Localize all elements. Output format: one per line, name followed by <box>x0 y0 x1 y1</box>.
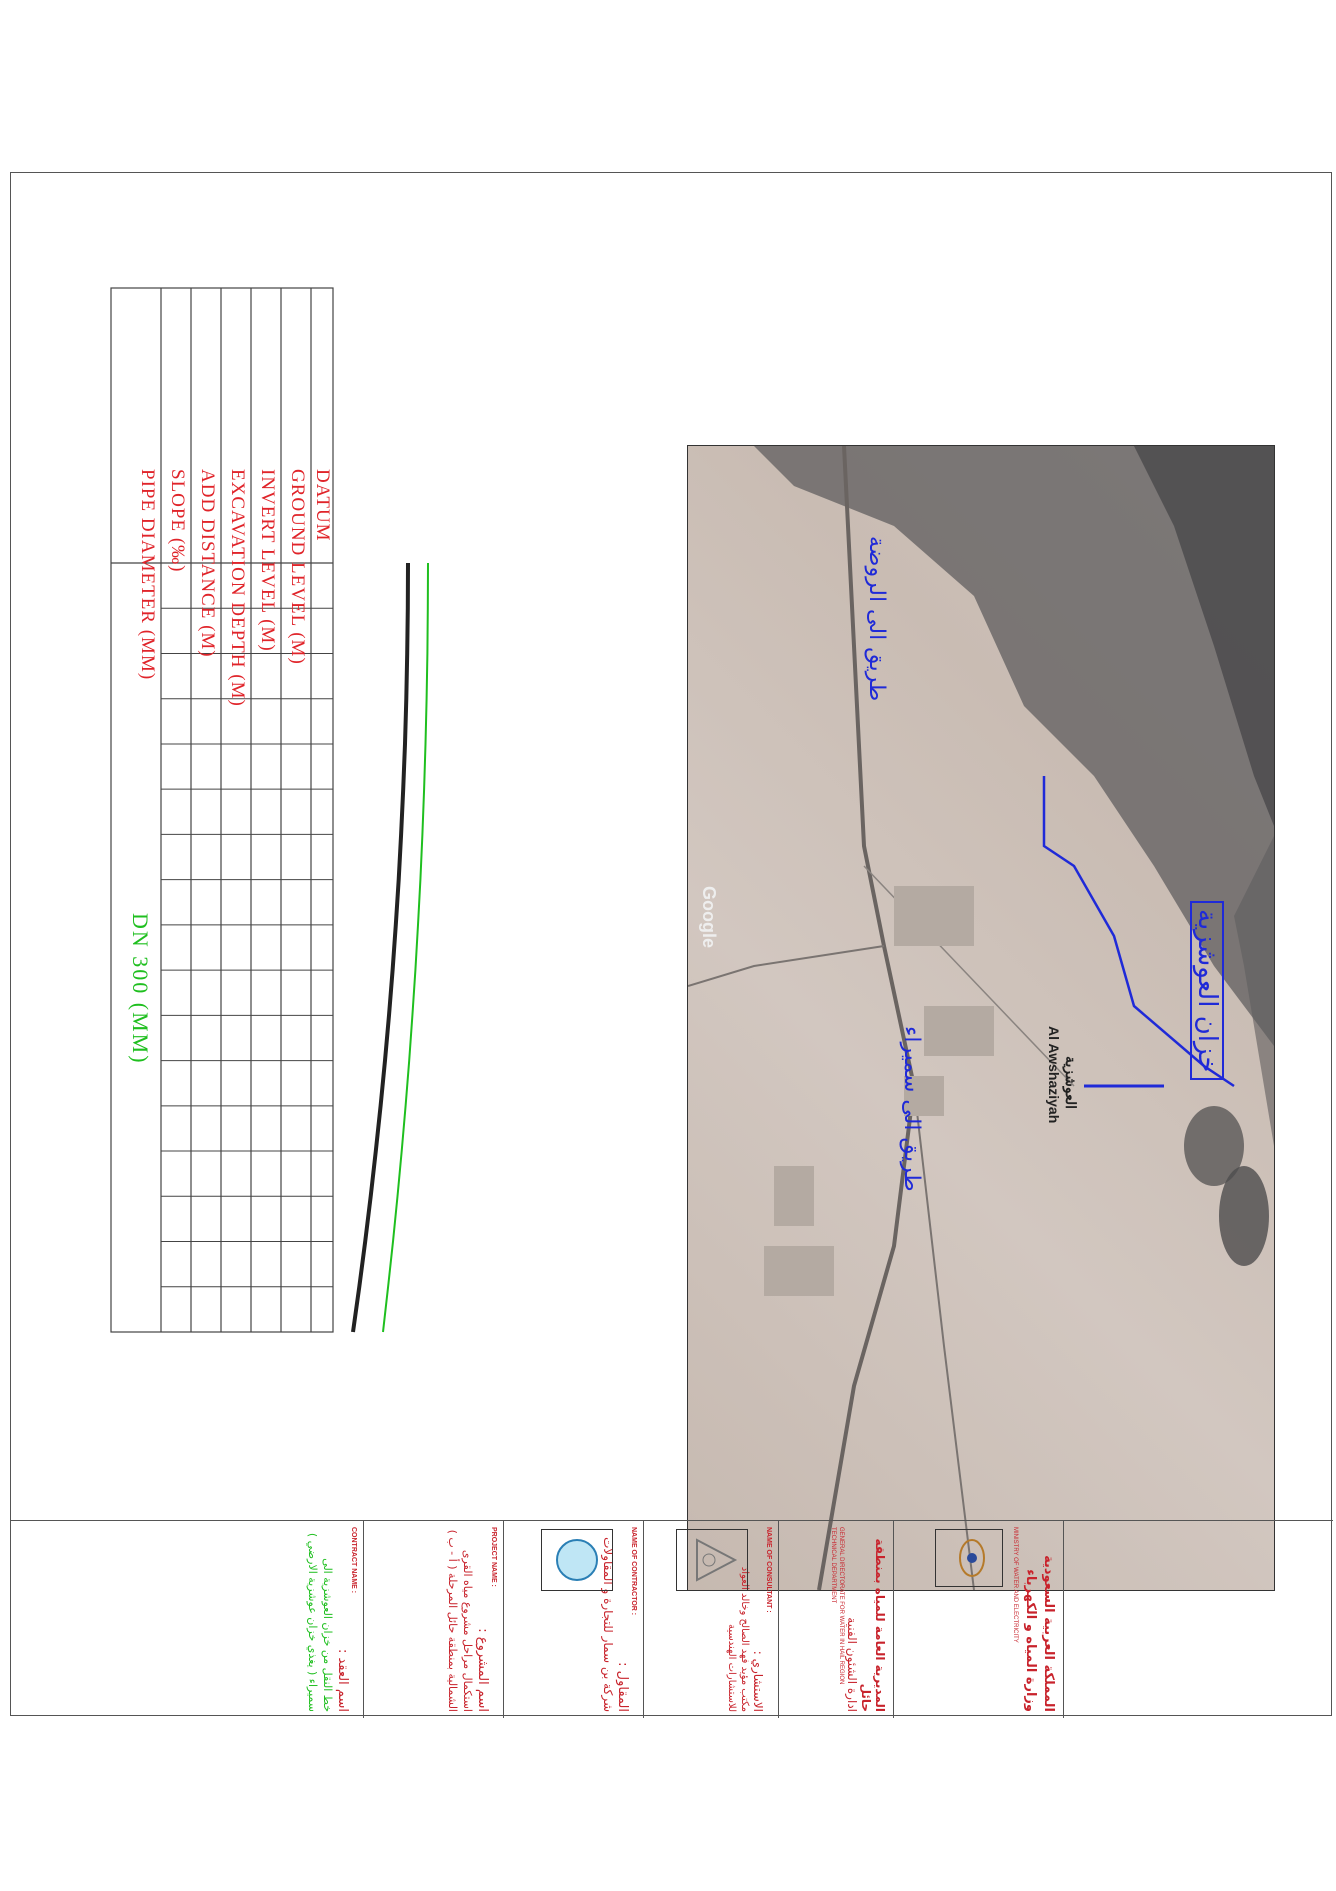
contractor-cell: NAME OF CONTRACTOR : المقاول : شركة بن س… <box>503 1521 643 1718</box>
contractor-logo <box>541 1529 613 1591</box>
road-rawda-label: طريق الى الروضة <box>864 536 889 702</box>
profile-drawing <box>110 287 429 1333</box>
project-cell: PROJECT NAME : اسم المشروع : استكمال مرا… <box>363 1521 503 1718</box>
department-title: ادارة الشئون الفنية <box>845 1617 859 1712</box>
directorate-cell: المديرية العامة للمياه بمنطقة حائل ادارة… <box>778 1521 893 1718</box>
map-source-mark: Google <box>699 886 719 948</box>
contract-label: اسم العقد : <box>335 1648 350 1712</box>
row-label-slope: SLOPE (‰) <box>167 469 188 573</box>
main-road <box>817 446 917 1590</box>
contractor-label: المقاول : <box>615 1662 630 1712</box>
directorate-title-en: GENERAL DIRECTORATE FOR WATER IN HAIL RE… <box>830 1527 844 1685</box>
profile-table-frame <box>110 287 334 1333</box>
consultant-header: NAME OF CONSULTANT : <box>765 1527 772 1613</box>
row-label-add-distance: ADD DISTANCE (M) <box>197 469 218 658</box>
directorate-title: المديرية العامة للمياه بمنطقة حائل <box>859 1538 887 1712</box>
ministry-cell: المملكة العربية السعودية وزارة المياه و … <box>893 1521 1063 1718</box>
contract-name: خط النقل من خزان العوشزية الى سميراء ( ي… <box>306 1532 334 1712</box>
ministry-logo <box>935 1529 1003 1587</box>
project-header: PROJECT NAME : <box>490 1527 497 1587</box>
drawing-sheet: DATUM GROUND LEVEL (M) INVERT LEVEL (M) … <box>10 172 1333 1718</box>
tank-label: خزان العوشزية <box>1190 901 1224 1081</box>
consultant-cell: NAME OF CONSULTANT : الاستشاري : مكتب مؤ… <box>643 1521 778 1718</box>
project-name: استكمال مراحل مشروع مياه القرى الشمالية … <box>446 1529 474 1712</box>
row-label-ground-level: GROUND LEVEL (M) <box>287 469 308 665</box>
consultant-label: الاستشاري : <box>751 1650 765 1712</box>
contractor-logo-icon <box>556 1539 598 1581</box>
ministry-title-en: MINISTRY OF WATER AND ELECTRICITY <box>1012 1527 1018 1643</box>
pipe-invert-line <box>351 562 410 1333</box>
ground-level-line <box>382 562 429 1333</box>
pipe-diameter-value: DN 300 (MM) <box>128 913 153 1065</box>
kingdom-title: المملكة العربية السعودية <box>1041 1555 1056 1712</box>
row-label-pipe-diameter: PIPE DIAMETER (MM) <box>137 469 158 681</box>
row-label-invert-level: INVERT LEVEL (M) <box>257 469 278 652</box>
row-label-excavation-depth: EXCAVATION DEPTH (M) <box>227 469 248 707</box>
project-label: اسم المشروع : <box>475 1628 490 1712</box>
map-graphics <box>688 446 1274 1590</box>
drawing-content: DATUM GROUND LEVEL (M) INVERT LEVEL (M) … <box>11 173 1333 1718</box>
contractor-header: NAME OF CONTRACTOR : <box>630 1527 637 1616</box>
ministry-title: وزارة المياه و الكهرباء <box>1023 1569 1038 1712</box>
road-sameera-label: طريق الى سميراء <box>899 1026 924 1192</box>
title-block-blank <box>1063 1521 1333 1718</box>
satellite-map: خزان العوشزية طريق الى الروضة طريق الى س… <box>687 445 1275 1591</box>
ministry-emblem-icon <box>959 1539 985 1577</box>
title-block: المملكة العربية السعودية وزارة المياه و … <box>11 1520 1333 1718</box>
station-columns <box>161 607 333 1288</box>
consultant-logo-icon <box>696 1538 738 1582</box>
contract-cell: CONTRACT NAME : اسم العقد : خط النقل من … <box>11 1521 363 1718</box>
town-label-en: Al Awshaziyah <box>1046 1026 1062 1124</box>
row-label-datum: DATUM <box>312 469 333 542</box>
town-label-ar: العوشزية <box>1063 1056 1079 1109</box>
pipeline-route <box>1042 776 1235 1088</box>
consultant-logo <box>676 1529 748 1591</box>
contract-header: CONTRACT NAME : <box>350 1527 357 1594</box>
